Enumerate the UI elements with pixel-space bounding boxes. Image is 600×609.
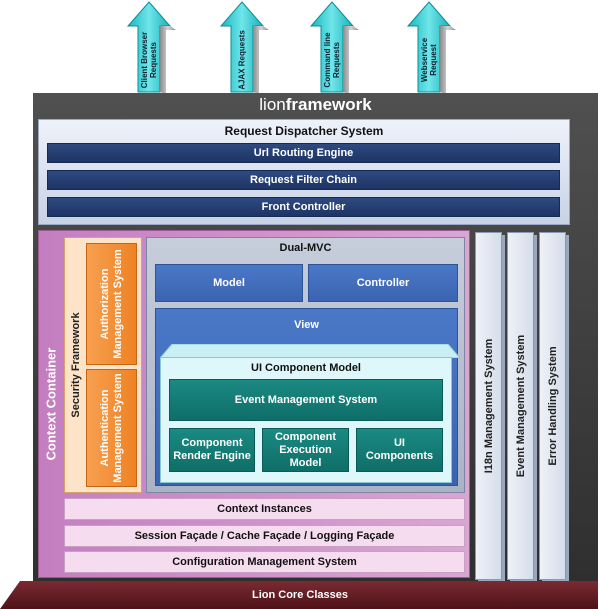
ui-component-model-top [160, 344, 460, 358]
dispatcher-title: Request Dispatcher System [224, 124, 384, 138]
context-container-label-wrap: Context Container [39, 231, 63, 577]
arrow-label-ajax: AJAX Requests [237, 30, 247, 90]
i18n-management-system: I18n Management System [475, 232, 502, 580]
url-routing-engine: Url Routing Engine [47, 143, 560, 163]
event-management-system-column: Event Management System [507, 232, 534, 580]
client-browser-arrow [126, 1, 176, 94]
context-instances: Context Instances [64, 498, 465, 520]
context-container-label: Context Container [43, 347, 59, 461]
security-framework-label: Security Framework [70, 312, 82, 418]
title-bold: framework [285, 95, 372, 114]
controller-box: Controller [308, 264, 458, 302]
title-light: lion [259, 95, 286, 114]
error-handling-system: Error Handling System [539, 232, 566, 580]
request-dispatcher-panel: Request Dispatcher System Url Routing En… [38, 119, 570, 225]
view-label: View [294, 319, 319, 331]
request-filter-chain: Request Filter Chain [47, 170, 560, 190]
ui-component-model: UI Component Model Event Management Syst… [160, 357, 452, 483]
lion-core-classes: Lion Core Classes [252, 589, 348, 601]
event-management-box: Event Management System [169, 379, 443, 421]
configuration-management-system: Configuration Management System [64, 551, 465, 573]
framework-title: lionframework [33, 93, 598, 117]
facade-bar: Session Façade / Cache Façade / Logging … [64, 525, 465, 547]
dual-mvc-title: Dual-MVC [279, 242, 332, 254]
ui-component-model-title: UI Component Model [251, 362, 361, 374]
core-base-shape [0, 581, 598, 609]
ajax-arrow [219, 1, 269, 94]
model-box: Model [155, 264, 303, 302]
webservice-arrow [406, 1, 456, 94]
security-label-wrap: Security Framework [65, 238, 87, 492]
command-line-arrow [309, 1, 359, 94]
front-controller: Front Controller [47, 197, 560, 217]
